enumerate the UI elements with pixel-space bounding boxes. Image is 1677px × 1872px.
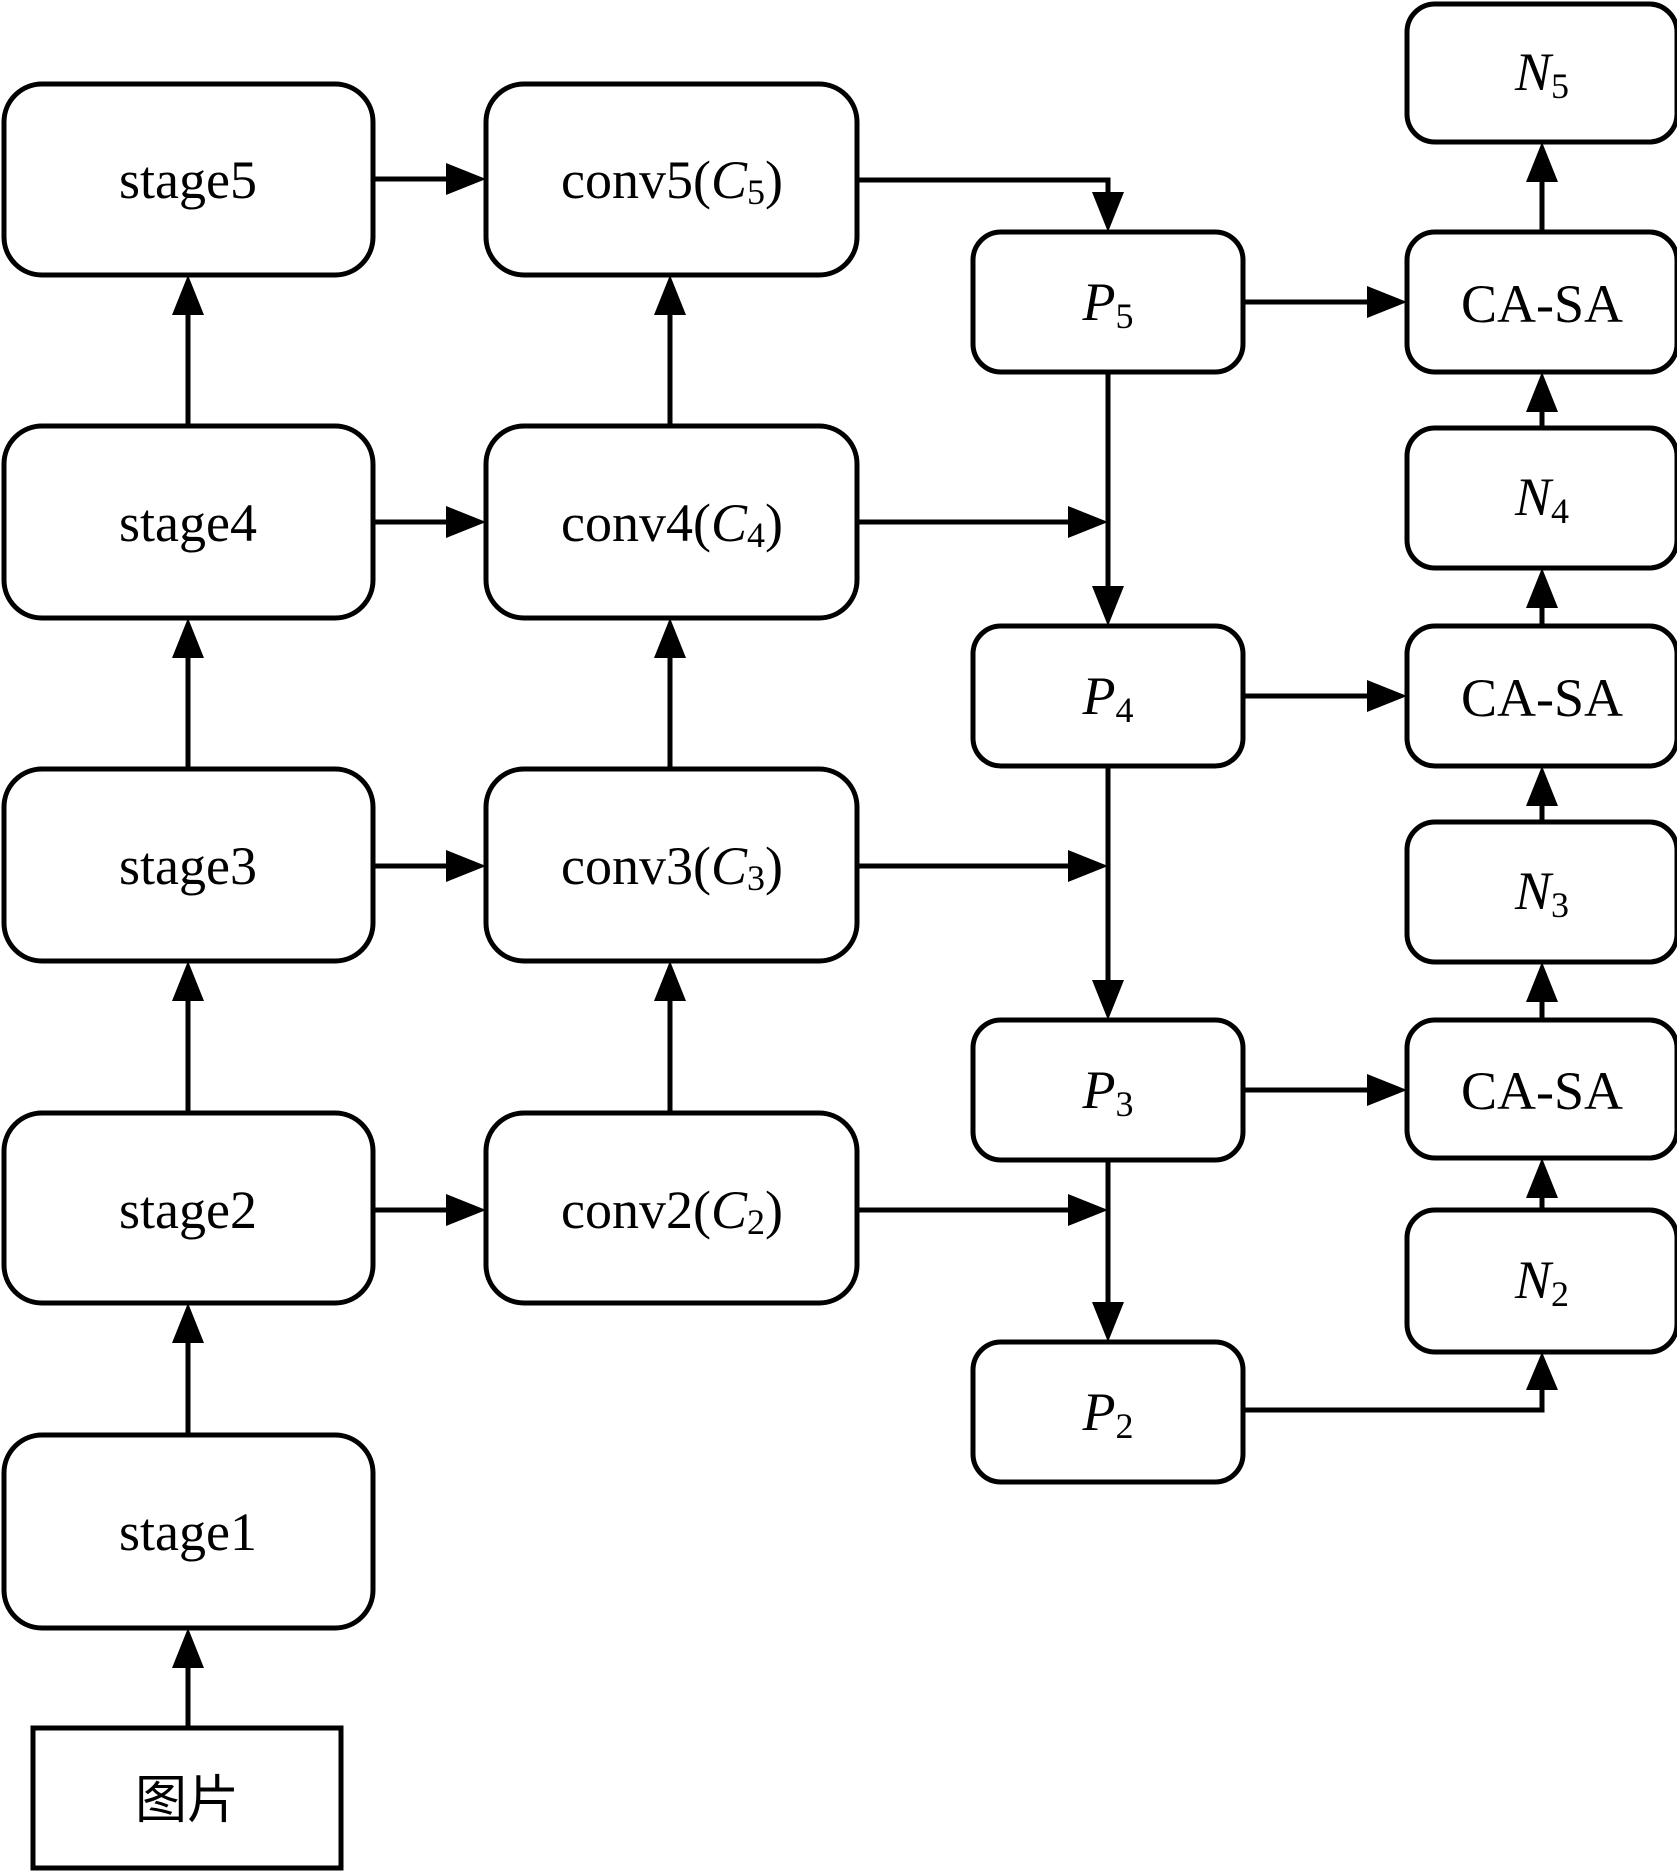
- input-node: 图片: [30, 1725, 344, 1871]
- edge-p4-p3: [1092, 766, 1124, 1020]
- stage-node-1: stage1: [1, 1432, 376, 1631]
- conv-node-4: conv4(C4): [483, 423, 860, 621]
- edge-stage3-conv3: [373, 850, 486, 882]
- edge-stage4-conv4: [373, 506, 486, 538]
- casa-node-middle: CA-SA: [1404, 623, 1677, 769]
- p-node-5: P5: [970, 229, 1246, 375]
- edge-stage1-stage2: [172, 1303, 204, 1435]
- stage-label: stage5: [119, 150, 257, 210]
- n-label: N3: [1514, 861, 1569, 925]
- edge-stage2-stage3: [172, 961, 204, 1113]
- n-node-4: N4: [1404, 425, 1677, 571]
- conv-label: conv3(C3): [561, 836, 783, 898]
- input-label: 图片: [135, 1771, 239, 1831]
- edge-conv4-conv5: [654, 275, 686, 426]
- edge-p3-p2: [1092, 1160, 1124, 1342]
- conv-label: conv2(C2): [561, 1180, 783, 1242]
- n-node-3: N3: [1404, 819, 1677, 965]
- stage-node-3: stage3: [1, 766, 376, 964]
- stage-node-4: stage4: [1, 423, 376, 621]
- edge-casa-n3: [1526, 962, 1558, 1020]
- edge-stage3-stage4: [172, 618, 204, 769]
- edge-conv3-conv4: [654, 618, 686, 769]
- p-label: P2: [1082, 1382, 1134, 1446]
- n-node-5: N5: [1404, 1, 1677, 145]
- edge-n4-casa: [1526, 372, 1558, 428]
- edge-p5-casa: [1243, 286, 1407, 318]
- edge-casa-n4: [1526, 568, 1558, 626]
- edges: [172, 142, 1558, 1728]
- edge-conv2-conv3: [654, 961, 686, 1113]
- edge-p2-n2: [1243, 1352, 1558, 1413]
- edge-conv5-p5: [857, 177, 1124, 232]
- conv-label: conv5(C5): [561, 150, 783, 212]
- n-label: N2: [1514, 1250, 1569, 1314]
- n-node-2: N2: [1404, 1207, 1677, 1355]
- casa-node-bottom: CA-SA: [1404, 1017, 1677, 1161]
- stage-label: stage3: [119, 836, 257, 896]
- n-label: N4: [1514, 467, 1569, 531]
- casa-label: CA-SA: [1461, 274, 1623, 334]
- conv-label: conv4(C4): [561, 493, 783, 555]
- stage-label: stage2: [119, 1180, 257, 1240]
- stage-label: stage1: [119, 1502, 257, 1562]
- p-node-4: P4: [970, 623, 1246, 769]
- edge-p3-casa: [1243, 1074, 1407, 1106]
- p-node-3: P3: [970, 1017, 1246, 1163]
- conv-node-2: conv2(C2): [483, 1110, 860, 1306]
- edge-conv4-lateral: [857, 506, 1108, 538]
- stage-label: stage4: [119, 493, 257, 553]
- casa-node-top: CA-SA: [1404, 229, 1677, 375]
- casa-label: CA-SA: [1461, 668, 1623, 728]
- edge-p4-casa: [1243, 680, 1407, 712]
- p-label: P5: [1082, 272, 1134, 336]
- p-label: P3: [1082, 1060, 1134, 1124]
- edge-conv2-lateral: [857, 1194, 1108, 1226]
- edge-p5-p4: [1092, 372, 1124, 626]
- edge-n3-casa: [1526, 766, 1558, 822]
- edge-n2-casa: [1526, 1158, 1558, 1210]
- edge-stage2-conv2: [373, 1194, 486, 1226]
- conv-node-5: conv5(C5): [483, 81, 860, 278]
- edge-conv3-lateral: [857, 850, 1108, 882]
- stage-node-5: stage5: [1, 81, 376, 278]
- edge-casa-n5: [1526, 142, 1558, 232]
- stage-node-2: stage2: [1, 1110, 376, 1306]
- casa-label: CA-SA: [1461, 1061, 1623, 1121]
- edge-input-stage1: [172, 1628, 204, 1728]
- conv-node-3: conv3(C3): [483, 766, 860, 964]
- edge-stage5-conv5: [373, 163, 486, 195]
- p-node-2: P2: [970, 1339, 1246, 1485]
- p-label: P4: [1082, 666, 1134, 730]
- edge-stage4-stage5: [172, 275, 204, 426]
- n-label: N5: [1514, 42, 1569, 106]
